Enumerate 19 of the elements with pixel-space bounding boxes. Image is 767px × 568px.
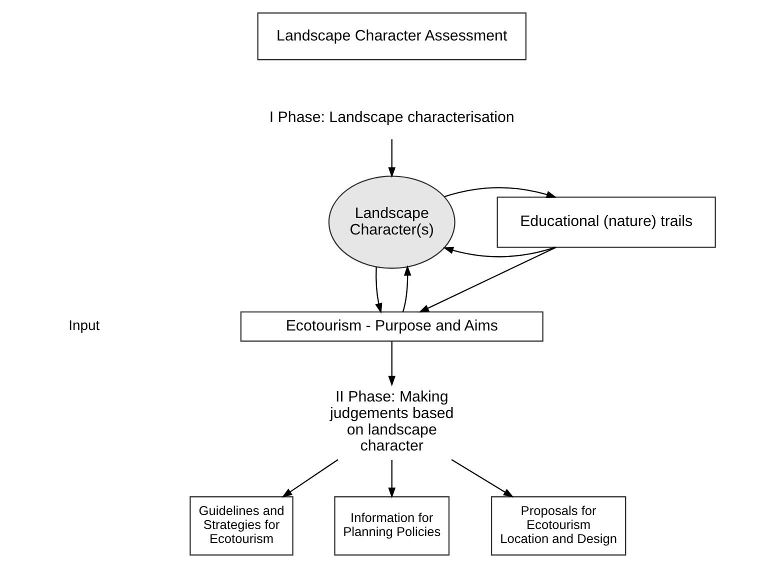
node-box: Educational (nature) trails xyxy=(496,196,716,248)
node-box: Landscape Character Assessment xyxy=(256,12,526,60)
arrow xyxy=(402,265,411,312)
arrow xyxy=(281,459,338,498)
arrow xyxy=(444,187,556,198)
arrow xyxy=(388,341,396,386)
node-box: Ecotourism - Purpose and Aims xyxy=(240,311,543,342)
arrow xyxy=(450,459,514,498)
arrow xyxy=(442,246,555,258)
arrow xyxy=(388,460,396,498)
arrow xyxy=(388,139,396,178)
node-box: Proposals for Ecotourism Location and Design xyxy=(490,496,626,556)
node-text: II Phase: Making judgements based on landscape character xyxy=(329,388,454,455)
arrow xyxy=(418,246,556,313)
arrow xyxy=(374,266,382,314)
label: Input xyxy=(68,317,100,334)
node-box: Guidelines and Strategies for Ecotourism xyxy=(189,496,293,556)
node-text: I Phase: Landscape characterisation xyxy=(268,108,514,126)
node-box: Information for Planning Policies xyxy=(334,496,450,556)
